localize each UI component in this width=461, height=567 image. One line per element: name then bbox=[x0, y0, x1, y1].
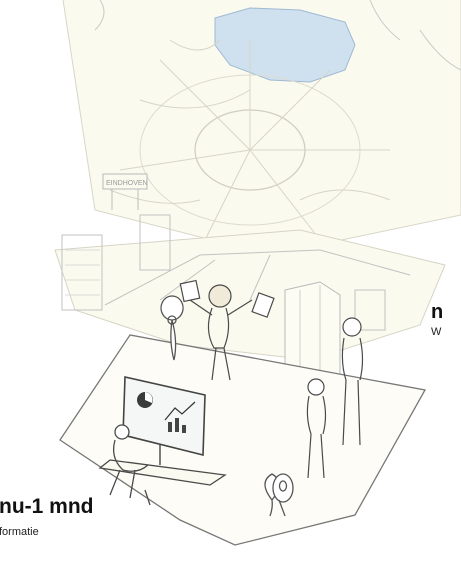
caption-right: n W bbox=[431, 301, 443, 339]
caption-left: nu-1 mnd formatie bbox=[0, 495, 94, 539]
svg-text:EINDHOVEN: EINDHOVEN bbox=[106, 180, 148, 187]
caption-title: nu-1 mnd bbox=[0, 495, 94, 519]
caption-subtitle: formatie bbox=[0, 525, 94, 539]
map-layer bbox=[60, 0, 461, 255]
caption-title: n bbox=[431, 301, 443, 323]
street-layer bbox=[55, 215, 445, 360]
caption-subtitle: W bbox=[431, 325, 443, 339]
